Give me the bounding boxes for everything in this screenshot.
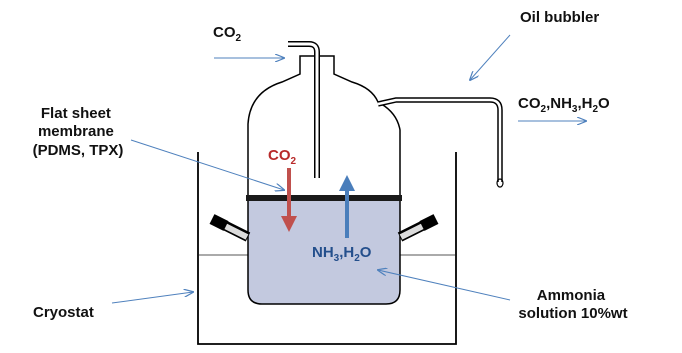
label-nh3-h2o-flux: NH3,H2O	[312, 244, 372, 264]
side-port-left	[209, 214, 251, 242]
ammonia-solution	[248, 200, 400, 304]
nh3-h2o-flux-arrow	[339, 175, 355, 238]
membrane-pointer	[130, 139, 284, 190]
ammonia-pointer	[378, 270, 511, 301]
label-co2-inlet: CO2	[213, 24, 242, 44]
solution-compartment	[247, 200, 401, 305]
label-ammonia-solution: Ammonia solution 10%wt	[518, 287, 627, 322]
cryostat-pointer	[111, 292, 193, 304]
label-co2-flux: CO2	[268, 147, 297, 167]
bubbler-tip	[496, 178, 504, 188]
label-membrane: Flat sheet membrane (PDMS, TPX)	[33, 105, 124, 159]
side-port-right	[397, 214, 439, 242]
flat-sheet-membrane	[246, 195, 402, 201]
label-cryostat: Cryostat	[33, 304, 94, 321]
oil-bubbler-pointer	[470, 34, 511, 80]
co2-flux-arrow	[281, 168, 297, 232]
label-outlet-gases: CO2,NH3,H2O	[518, 95, 610, 115]
gas-compartment	[247, 55, 401, 196]
label-oil-bubbler: Oil bubbler	[520, 9, 599, 26]
